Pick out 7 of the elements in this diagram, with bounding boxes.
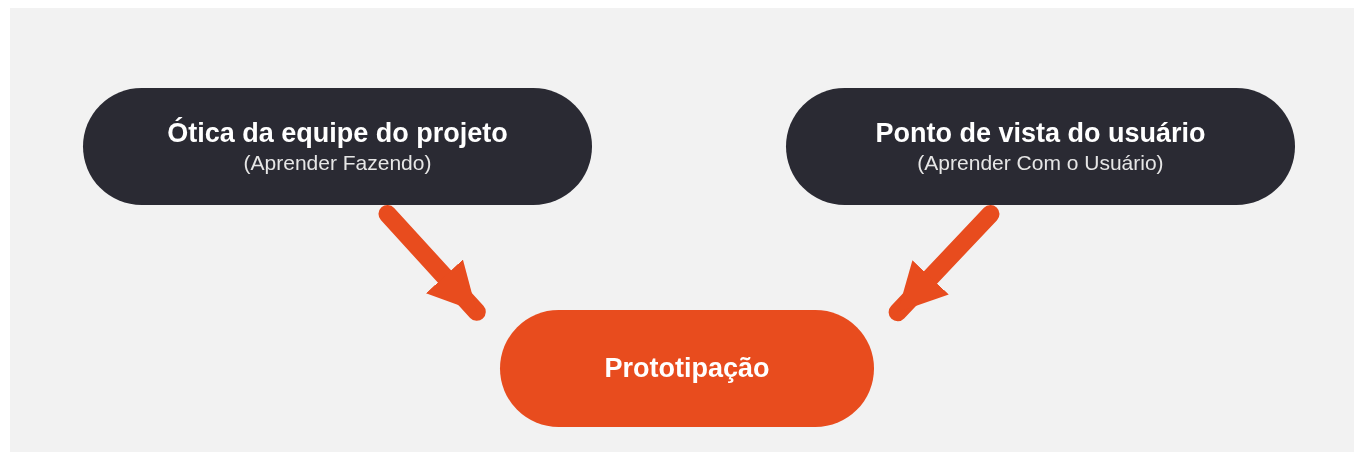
node-subtitle: (Aprender Fazendo) — [243, 150, 432, 177]
node-title: Ponto de vista do usuário — [875, 116, 1206, 150]
arrow — [378, 205, 486, 321]
node-title: Prototipação — [604, 351, 770, 385]
node-subtitle: (Aprender Com o Usuário) — [917, 150, 1164, 177]
arrow — [888, 205, 1000, 322]
node-title: Ótica da equipe do projeto — [167, 116, 508, 150]
